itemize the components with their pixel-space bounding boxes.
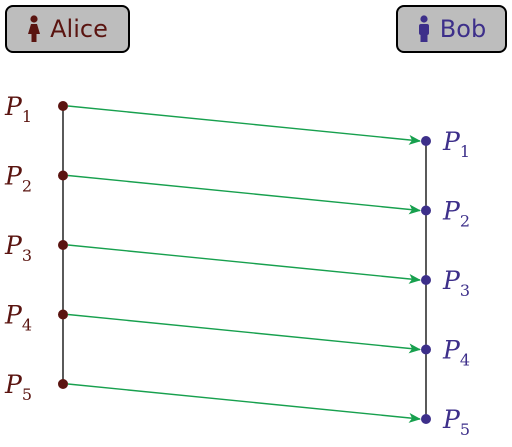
- bob-point-label: P4: [442, 336, 470, 370]
- alice-point-label: P3: [4, 231, 32, 265]
- bob-point: [421, 136, 431, 146]
- message-arrow: [67, 174, 421, 215]
- bob-name: Bob: [439, 15, 487, 43]
- bob-point-label: P3: [442, 266, 470, 300]
- bob-point-label: P1: [442, 127, 470, 161]
- alice-point: [58, 379, 68, 389]
- message-arrow: [67, 383, 421, 423]
- person-female-icon: [27, 15, 41, 43]
- alice-actor-box: Alice: [5, 5, 130, 53]
- bob-point-label: P5: [442, 405, 470, 439]
- alice-point: [58, 309, 68, 320]
- alice-point-label: P2: [4, 162, 32, 196]
- bob-point: [421, 344, 431, 355]
- bob-point: [421, 414, 431, 424]
- bob-point: [421, 275, 431, 285]
- alice-point-label: P5: [4, 370, 32, 404]
- alice-point: [58, 240, 68, 250]
- bob-actor-box: Bob: [396, 5, 507, 53]
- bob-point-label: P2: [442, 197, 470, 231]
- alice-point: [58, 170, 68, 181]
- message-arrow: [67, 313, 421, 354]
- alice-name: Alice: [50, 15, 108, 43]
- bob-point: [421, 205, 431, 216]
- message-arrow: [67, 105, 421, 145]
- person-male-icon: [417, 15, 431, 43]
- message-arrow: [67, 244, 421, 284]
- alice-point: [58, 101, 68, 111]
- alice-point-label: P4: [4, 301, 32, 335]
- alice-point-label: P1: [4, 92, 32, 126]
